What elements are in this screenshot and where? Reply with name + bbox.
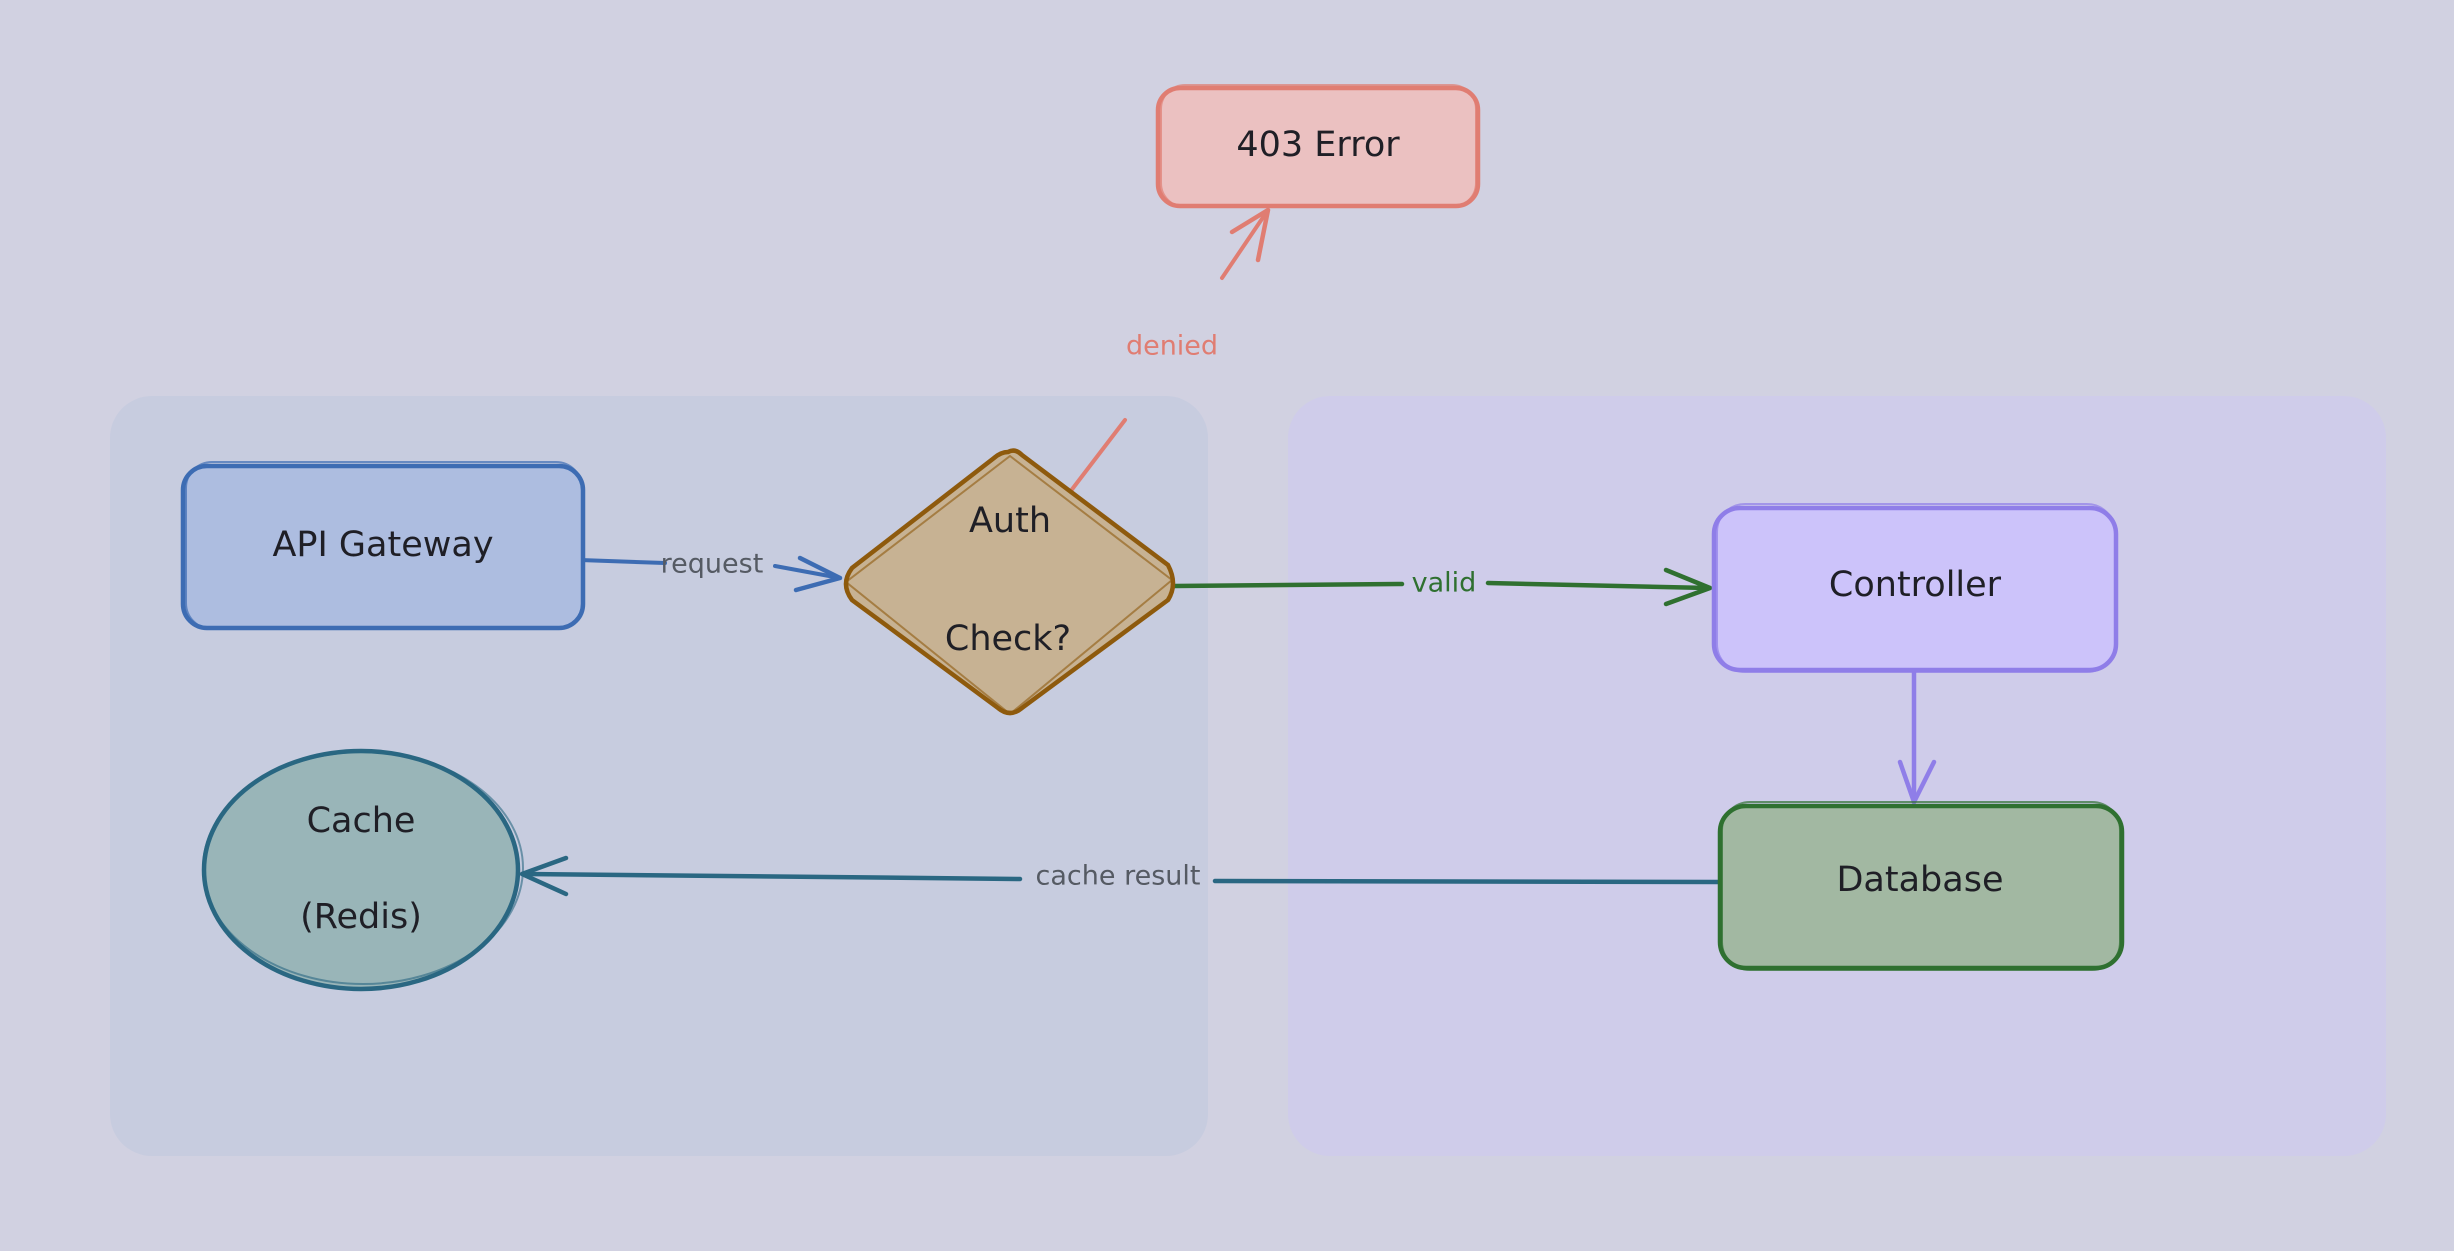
edge-request-label: request	[661, 549, 764, 580]
node-api-gateway[interactable]: API Gateway	[180, 461, 586, 631]
edge-denied-label: denied	[1126, 331, 1218, 362]
node-cache[interactable]: Cache (Redis)	[201, 748, 524, 992]
node-api-gateway-label: API Gateway	[272, 525, 493, 565]
node-database-label: Database	[1836, 860, 2003, 900]
edge-valid[interactable]: valid	[1172, 567, 1713, 607]
node-403-error-label: 403 Error	[1236, 125, 1400, 165]
edge-valid-arrowhead	[1663, 567, 1713, 607]
edge-request-arrowhead	[793, 555, 843, 593]
edge-request[interactable]: request	[578, 549, 843, 593]
node-cache-label-line2: (Redis)	[300, 897, 422, 937]
edge-denied-arrowhead	[1229, 207, 1271, 263]
node-auth-check[interactable]: Auth Check?	[843, 448, 1176, 716]
node-auth-check-label-line1: Auth	[969, 501, 1051, 541]
node-cache-label-line1: Cache	[307, 801, 416, 841]
node-auth-check-label-line2: Check?	[945, 619, 1071, 659]
node-database[interactable]: Database	[1717, 801, 2125, 971]
edge-cache-result[interactable]: cache result	[519, 855, 1723, 897]
edge-valid-label: valid	[1412, 568, 1477, 599]
node-controller-label: Controller	[1829, 565, 2002, 605]
edge-denied[interactable]: denied	[1068, 207, 1271, 494]
node-403-error[interactable]: 403 Error	[1155, 84, 1481, 209]
node-controller[interactable]: Controller	[1711, 503, 2119, 673]
edge-cache-result-label: cache result	[1036, 861, 1201, 892]
